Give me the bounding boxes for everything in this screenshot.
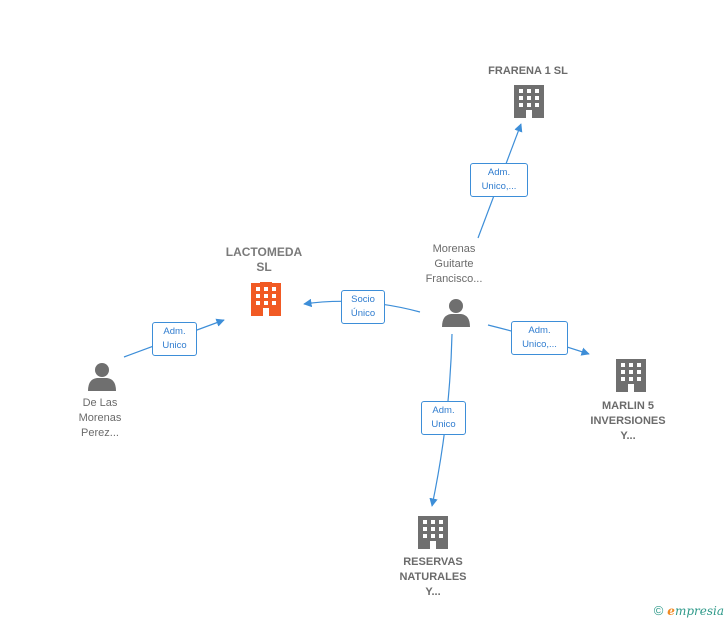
node-label-frarena[interactable]: FRARENA 1 SL [488, 65, 568, 77]
node-label-delas[interactable]: De Las Morenas Perez... [78, 397, 122, 439]
person-icon-morenas[interactable] [442, 299, 470, 327]
copyright-symbol: © [653, 603, 664, 618]
node-label-morenas[interactable]: Morenas Guitarte Francisco... [425, 243, 483, 285]
edge-label-morenas-lactomeda: Socio Único [341, 290, 385, 324]
edge-label-morenas-frarena: Adm. Unico,... [470, 163, 528, 197]
node-label-marlin[interactable]: MARLIN 5 INVERSIONES Y... [590, 400, 666, 442]
brand-initial: e [667, 604, 675, 618]
brand-name: mpresia [674, 604, 724, 618]
empresia-watermark: ©empresia [654, 603, 724, 618]
node-label-lactomeda[interactable]: LACTOMEDA SL [225, 245, 303, 274]
person-icon-delas[interactable] [88, 363, 116, 391]
edge-label-delas-lactomeda: Adm. Unico [152, 322, 197, 356]
edge-label-morenas-reservas: Adm. Unico [421, 401, 466, 435]
node-label-reservas[interactable]: RESERVAS NATURALES Y... [399, 556, 467, 598]
edge-label-morenas-marlin: Adm. Unico,... [511, 321, 568, 355]
building-icon-reservas[interactable] [418, 516, 448, 549]
building-icon-lactomeda[interactable] [251, 282, 281, 316]
building-icon-frarena[interactable] [514, 85, 544, 118]
building-icon-marlin[interactable] [616, 359, 646, 392]
